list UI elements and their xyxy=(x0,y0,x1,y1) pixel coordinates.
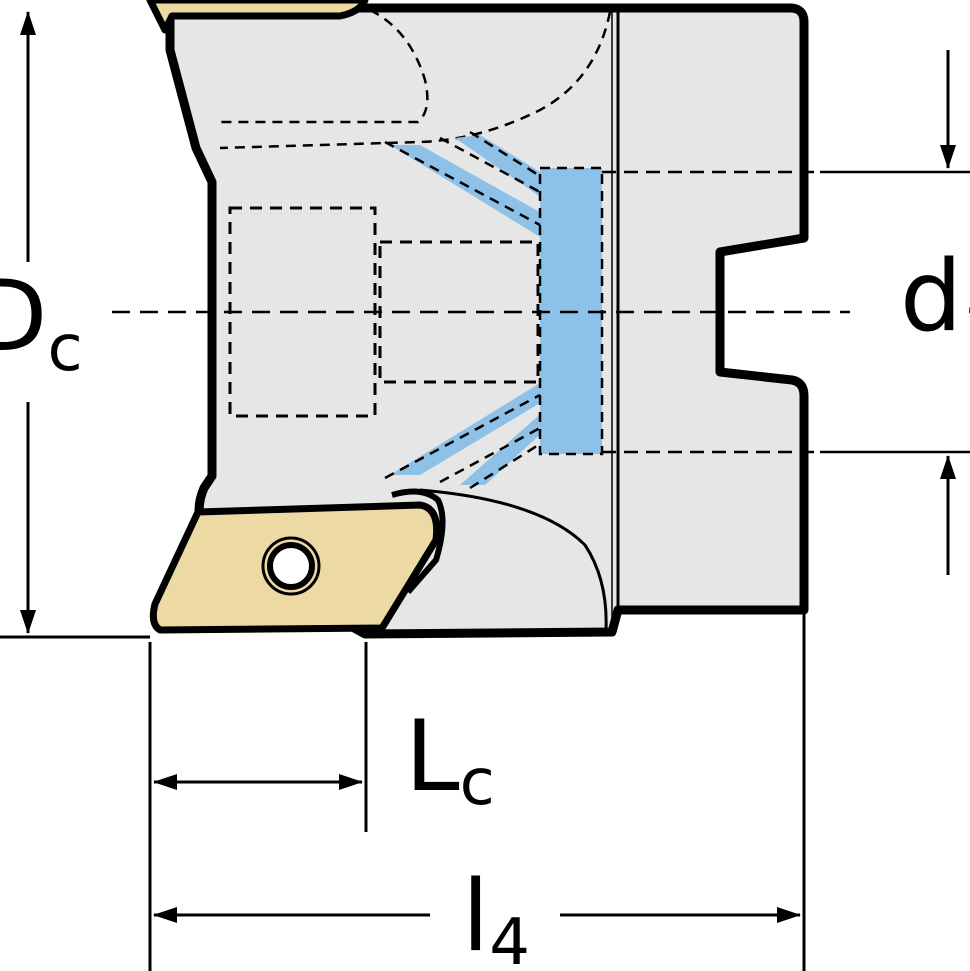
dimension-labels: Dc d1 Lc l4 xyxy=(0,240,970,971)
dimension-lines xyxy=(0,11,956,971)
d1-reference-lines xyxy=(602,170,970,454)
cutting-insert-upper xyxy=(146,0,369,34)
cutting-insert-lower xyxy=(149,488,446,634)
lc-label: Lc xyxy=(405,700,495,820)
chip-pocket-upper xyxy=(220,8,429,124)
l4-label: l4 xyxy=(462,860,530,971)
d1-label: d1 xyxy=(900,240,970,368)
chip-pocket-lower xyxy=(419,488,608,631)
dc-label: Dc xyxy=(0,260,83,386)
